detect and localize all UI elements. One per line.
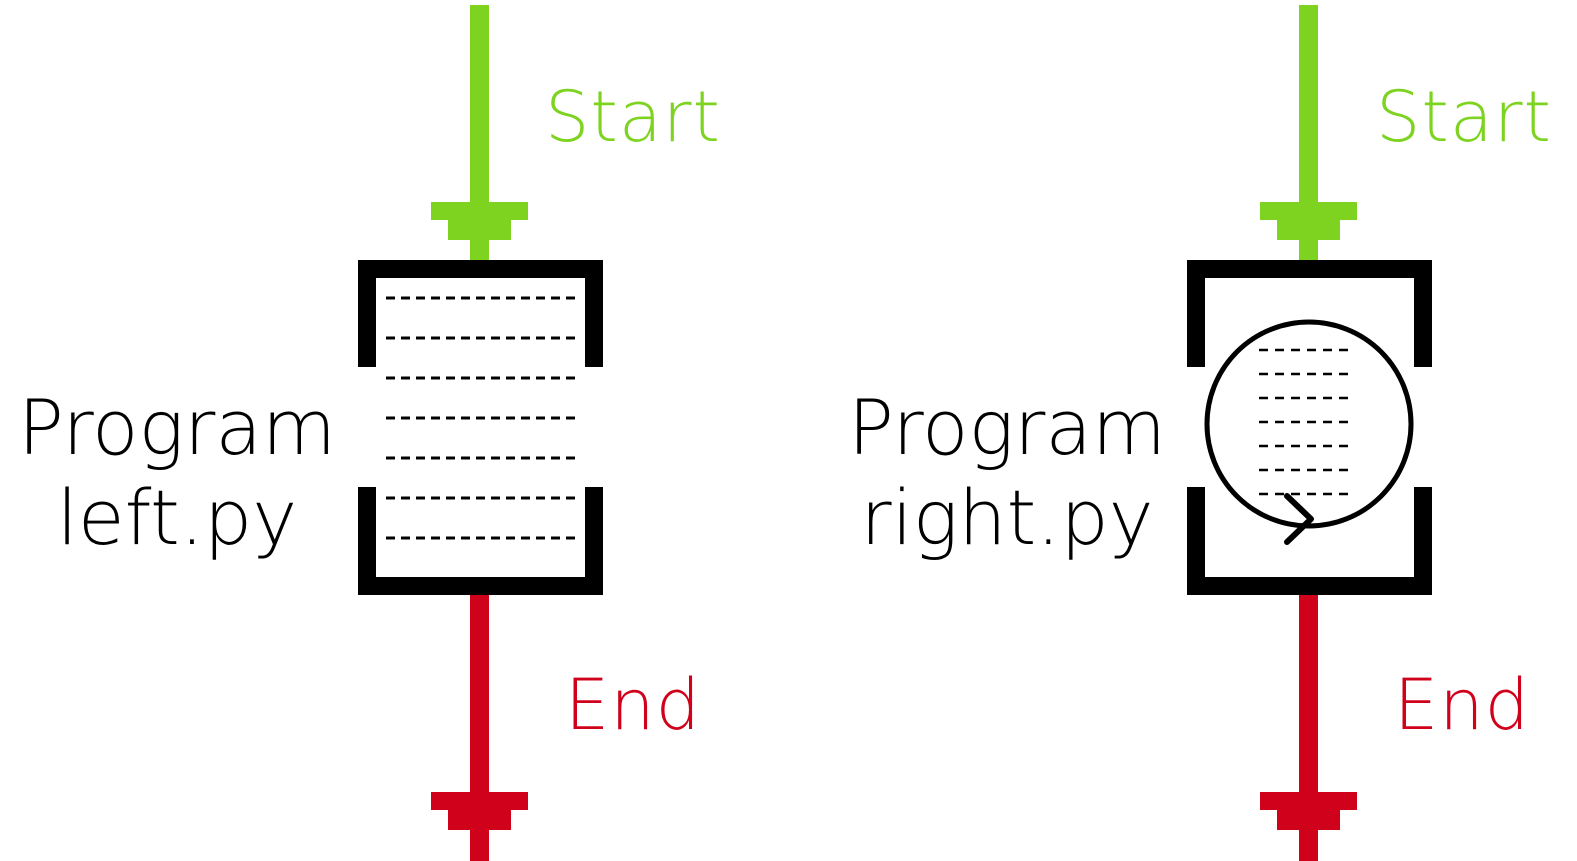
right-program-file: right.py xyxy=(860,473,1154,562)
left-program-block xyxy=(358,5,603,861)
right-program-block xyxy=(1187,5,1432,861)
left-program-file: left.py xyxy=(56,473,298,562)
right-end-wire xyxy=(1260,595,1357,861)
left-program-box xyxy=(358,260,603,595)
left-end-label: End xyxy=(565,664,702,746)
right-start-label: Start xyxy=(1376,76,1553,158)
right-program-label: Program right.py xyxy=(832,383,1182,563)
left-code-lines xyxy=(386,296,576,540)
right-program-box xyxy=(1187,260,1432,595)
right-end-label: End xyxy=(1394,664,1531,746)
left-program-word: Program xyxy=(17,383,337,472)
right-program-word: Program xyxy=(847,383,1167,472)
right-start-wire xyxy=(1260,5,1357,260)
left-program-label: Program left.py xyxy=(2,383,352,563)
right-code-lines xyxy=(1259,348,1350,496)
left-start-label: Start xyxy=(545,76,722,158)
left-start-wire xyxy=(431,5,528,260)
left-end-wire xyxy=(431,595,528,861)
loop-arrow-icon xyxy=(1204,319,1414,545)
